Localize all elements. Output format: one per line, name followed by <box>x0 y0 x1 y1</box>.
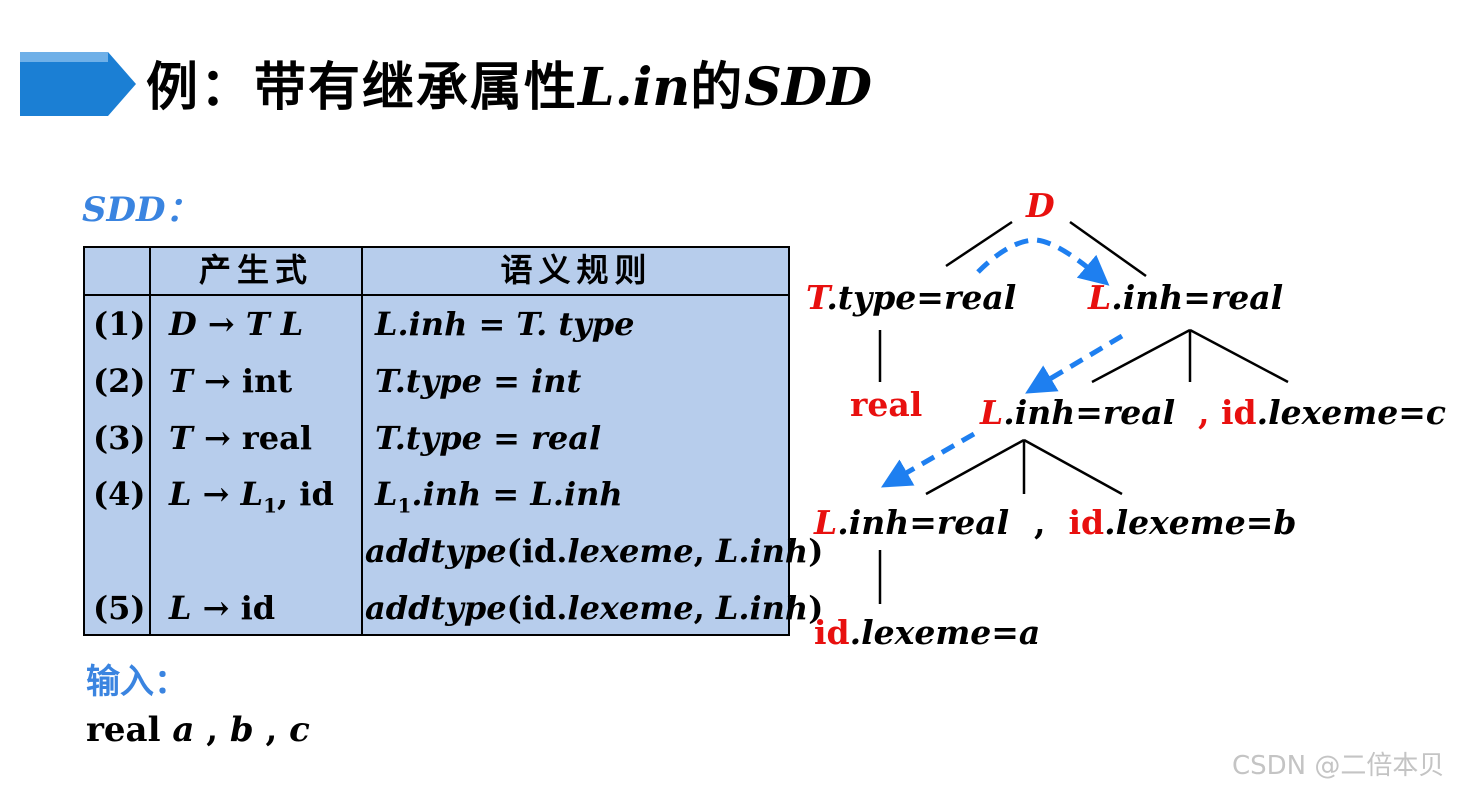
tree-node-root: D <box>1026 186 1055 225</box>
page-title: 例：带有继承属性L.in的SDD <box>146 57 873 118</box>
header-divider <box>85 294 788 296</box>
semantic-rule: T.type = int <box>375 362 582 400</box>
tree-node-t: T.type=real <box>806 278 1017 317</box>
tree-leaf-id-b: , id.lexeme=b <box>1034 503 1297 542</box>
column-divider <box>361 248 363 634</box>
production: L → L1, id <box>169 475 334 518</box>
sdd-label: SDD： <box>82 190 200 230</box>
production: D → T L <box>169 305 304 343</box>
row-number: (4) <box>93 475 146 513</box>
row-number: (1) <box>93 305 146 343</box>
production: T → real <box>169 419 313 457</box>
inherit-arrow <box>880 431 976 488</box>
sdd-table: 产生式 语义规则 (1) D → T L L.inh = T. type (2)… <box>83 246 823 636</box>
inherit-arrow <box>976 237 1110 286</box>
production: L → id <box>169 589 276 627</box>
watermark: CSDN @二倍本贝 <box>1232 751 1445 781</box>
tree-leaf-id-c: , id.lexeme=c <box>1198 393 1446 432</box>
tree-node-l3: L.inh=real <box>814 503 1010 542</box>
semantic-rule: L1.inh = L.inh <box>375 475 623 518</box>
input-value: real a , b , c <box>86 710 310 750</box>
semantic-rule: addtype(id.lexeme, L.inh) <box>365 589 824 627</box>
header-production: 产生式 <box>198 251 313 289</box>
inherit-arrow <box>1025 333 1124 394</box>
column-divider <box>149 248 151 634</box>
tree-leaf-id-a: id.lexeme=a <box>814 613 1041 652</box>
tree-leaf-real: real <box>850 385 923 424</box>
row-number: (2) <box>93 362 146 400</box>
semantic-rule: L.inh = T. type <box>375 305 635 343</box>
semantic-rule: addtype(id.lexeme, L.inh) <box>365 532 824 570</box>
tree-node-l1: L.inh=real <box>1088 278 1284 317</box>
production: T → int <box>169 362 293 400</box>
tree-node-l2: L.inh=real <box>980 393 1176 432</box>
title-arrow-icon <box>20 52 136 116</box>
input-label: 输入： <box>86 662 188 702</box>
row-number: (3) <box>93 419 146 457</box>
header-semantic-rules: 语义规则 <box>500 251 653 289</box>
semantic-rule: T.type = real <box>375 419 602 457</box>
row-number: (5) <box>93 589 146 627</box>
